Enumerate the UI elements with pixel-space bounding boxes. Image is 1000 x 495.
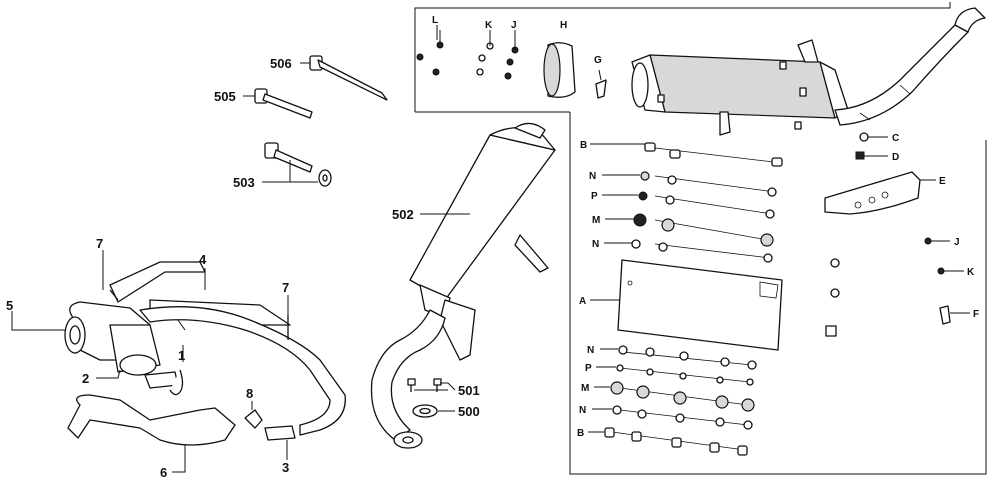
label-N-1: N <box>589 171 596 182</box>
muffler-assembly-top <box>631 7 986 136</box>
label-P-2: P <box>585 363 592 374</box>
label-506: 506 <box>270 56 292 71</box>
label-5: 5 <box>6 298 13 313</box>
bolts-501 <box>407 378 442 392</box>
label-K-right: K <box>967 267 975 278</box>
label-4: 4 <box>199 252 207 267</box>
part-h-end-cap <box>543 42 576 98</box>
label-F: F <box>973 309 979 320</box>
label-N-4: N <box>579 405 586 416</box>
leader-lines <box>11 25 970 473</box>
label-503: 503 <box>233 175 255 190</box>
label-B-top: B <box>580 140 587 151</box>
label-7-right: 7 <box>282 280 289 295</box>
bolt-505 <box>254 88 313 119</box>
label-7-left: 7 <box>96 236 103 251</box>
label-6: 6 <box>160 465 167 480</box>
muffler-502 <box>370 122 556 449</box>
label-1: 1 <box>178 348 185 363</box>
inset-box <box>414 2 987 475</box>
label-J-right: J <box>954 237 960 248</box>
label-K-top: K <box>485 20 493 31</box>
label-502: 502 <box>392 207 414 222</box>
label-3: 3 <box>282 460 289 475</box>
label-A: A <box>579 296 586 307</box>
label-M-2: M <box>581 383 589 394</box>
label-505: 505 <box>214 89 236 104</box>
label-501: 501 <box>458 383 480 398</box>
part-g-bracket <box>595 79 607 99</box>
bolt-506 <box>309 55 388 101</box>
label-P-1: P <box>591 191 598 202</box>
label-B-bottom: B <box>577 428 584 439</box>
plate-a <box>617 259 783 351</box>
bolt-503 <box>264 142 332 187</box>
label-L: L <box>432 15 438 26</box>
label-H: H <box>560 20 567 31</box>
label-M-1: M <box>592 215 600 226</box>
gasket-500 <box>412 404 438 418</box>
label-N-3: N <box>587 345 594 356</box>
label-J-top: J <box>511 20 517 31</box>
hardware-lkj <box>416 30 519 80</box>
label-500: 500 <box>458 404 480 419</box>
fastener-rows-upper <box>631 142 783 263</box>
callout-labels: 506 505 503 502 501 500 1 2 3 4 5 6 7 7 … <box>6 15 979 480</box>
label-N-2: N <box>592 239 599 250</box>
label-G: G <box>594 55 602 66</box>
right-side-parts <box>824 132 951 337</box>
label-C: C <box>892 133 899 144</box>
label-8: 8 <box>246 386 253 401</box>
label-2: 2 <box>82 371 89 386</box>
secondary-air-assembly <box>64 261 346 446</box>
label-D: D <box>892 152 899 163</box>
label-E: E <box>939 176 946 187</box>
fastener-rows-lower <box>604 345 757 456</box>
